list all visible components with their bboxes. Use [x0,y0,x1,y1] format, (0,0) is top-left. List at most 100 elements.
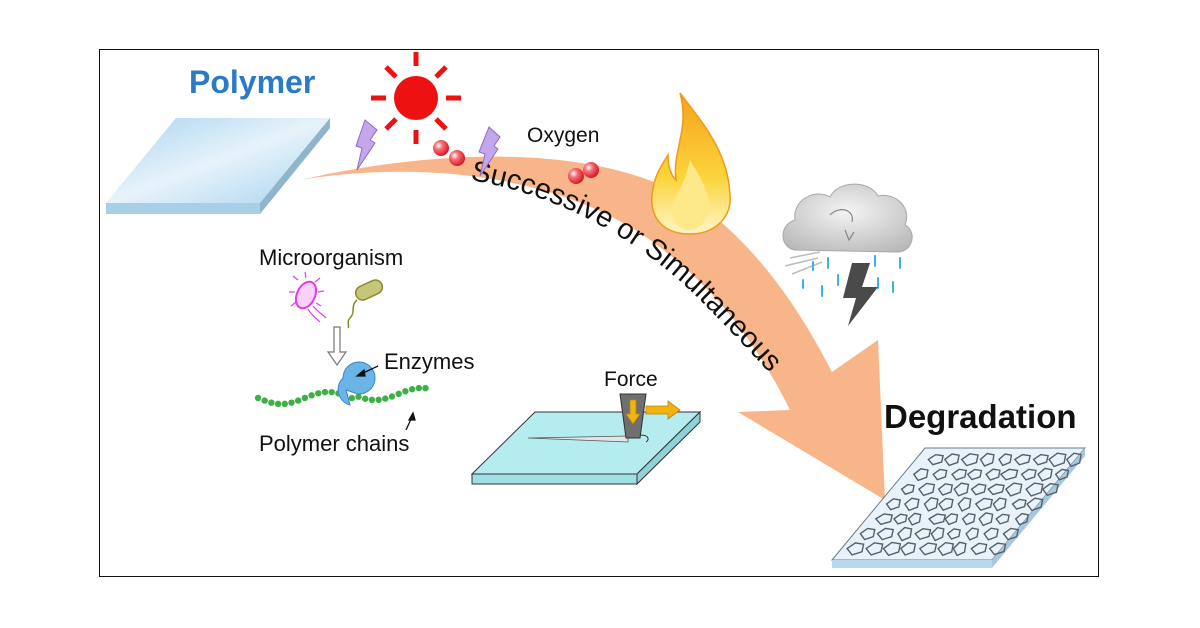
chain-bead [301,394,309,402]
chain-bead [254,394,262,402]
chain-bead [362,395,369,402]
uv-bolt-icon [478,126,501,177]
crack-fragment [960,453,979,467]
crack-fragment [930,526,945,542]
degradation-title: Degradation [884,398,1077,435]
chain-bead [308,392,315,399]
crack-fragment [1041,482,1059,497]
crack-fragment [1013,453,1032,466]
crack-fragment [951,468,968,481]
crack-fragment [1037,467,1053,482]
crack-fragment [907,512,922,526]
oxygen-molecule-icon [568,162,599,184]
crack-fragment [1011,498,1027,510]
enzyme-icon [337,361,376,406]
chain-bead [375,396,382,404]
crack-fragment [946,528,961,540]
crack-fragment [978,512,994,527]
crack-fragment [974,497,994,511]
crack-fragment [966,468,983,481]
crack-fragment [885,498,902,511]
uv-bolt-icon [355,119,378,171]
chain-bead [328,388,335,396]
crack-fragment [874,513,894,526]
chain-bead [315,390,322,397]
crack-fragment [999,468,1019,481]
process-arrow [300,156,885,500]
crack-fragment [903,497,920,512]
crack-fragment [965,527,980,541]
degraded-plate [830,447,1087,568]
storm-cloud-icon [782,183,913,326]
crack-fragment [983,527,999,541]
crack-fragment [995,513,1010,525]
oxygen-label: Oxygen [527,124,600,147]
scratched-plate [470,410,702,486]
chain-bead [382,395,389,402]
chain-bead [321,388,329,396]
crack-fragment [985,468,1001,481]
enzyme-pointer-arrow [355,365,379,377]
chain-bead [415,384,422,392]
chain-bead [268,399,275,406]
crack-fragment [944,513,959,526]
chain-bead [388,393,396,400]
enzymes-label: Enzymes [384,349,475,374]
polymer-title: Polymer [189,64,316,100]
chain-bead [274,400,282,408]
crack-fragment [927,453,944,466]
crack-fragment [1048,452,1067,468]
crack-fragment [1014,512,1029,526]
crack-fragment [987,483,1005,496]
crack-fragment [865,542,884,556]
crack-fragment [938,497,954,512]
bacterium-icon [347,279,384,329]
crack-fragment [979,452,995,467]
crack-fragment [961,512,976,526]
crack-fragment [917,482,936,497]
crack-fragment [970,542,988,556]
crack-fragment [876,527,895,541]
chain-bead [348,394,355,402]
crack-fragment [900,483,915,496]
crack-fragment [927,513,947,525]
crack-fragment [1025,482,1044,497]
chain-bead [261,397,268,404]
crack-fragment [882,541,902,557]
crack-fragment [1026,497,1044,512]
microorganism-icon [289,271,327,323]
chain-bead [402,388,409,395]
crack-fragment [1065,452,1082,468]
chain-bead [355,393,362,400]
polymer-chains-label: Polymer chains [259,431,410,456]
crack-fragment [914,528,932,541]
down-arrow-icon [326,326,348,367]
indenter-tool [619,393,681,439]
crack-fragment [899,542,917,556]
crack-fragment [1054,468,1070,481]
crack-fragment [957,496,972,512]
chain-bead [295,397,302,404]
crack-fragment [846,542,865,556]
chain-bead [422,384,429,392]
crack-fragment [859,527,876,541]
oxygen-molecule-icon [433,140,465,166]
crack-fragment [918,542,938,556]
crack-fragment [1004,482,1023,497]
crack-fragment [953,482,970,497]
crack-fragment [970,483,987,496]
crack-fragment [998,453,1013,467]
chain-bead [281,400,288,408]
crack-fragment [923,497,939,512]
force-label: Force [604,368,658,391]
chain-pointer-arrow [405,411,416,431]
crack-fragment [937,483,954,496]
crack-fragment [937,541,955,557]
sun-icon [371,52,461,144]
microorganism-label: Microorganism [259,245,404,270]
chain-bead [288,399,295,406]
polymer-chain-icon [254,384,429,408]
crack-fragment [992,497,1007,512]
crack-fragment [893,513,908,525]
